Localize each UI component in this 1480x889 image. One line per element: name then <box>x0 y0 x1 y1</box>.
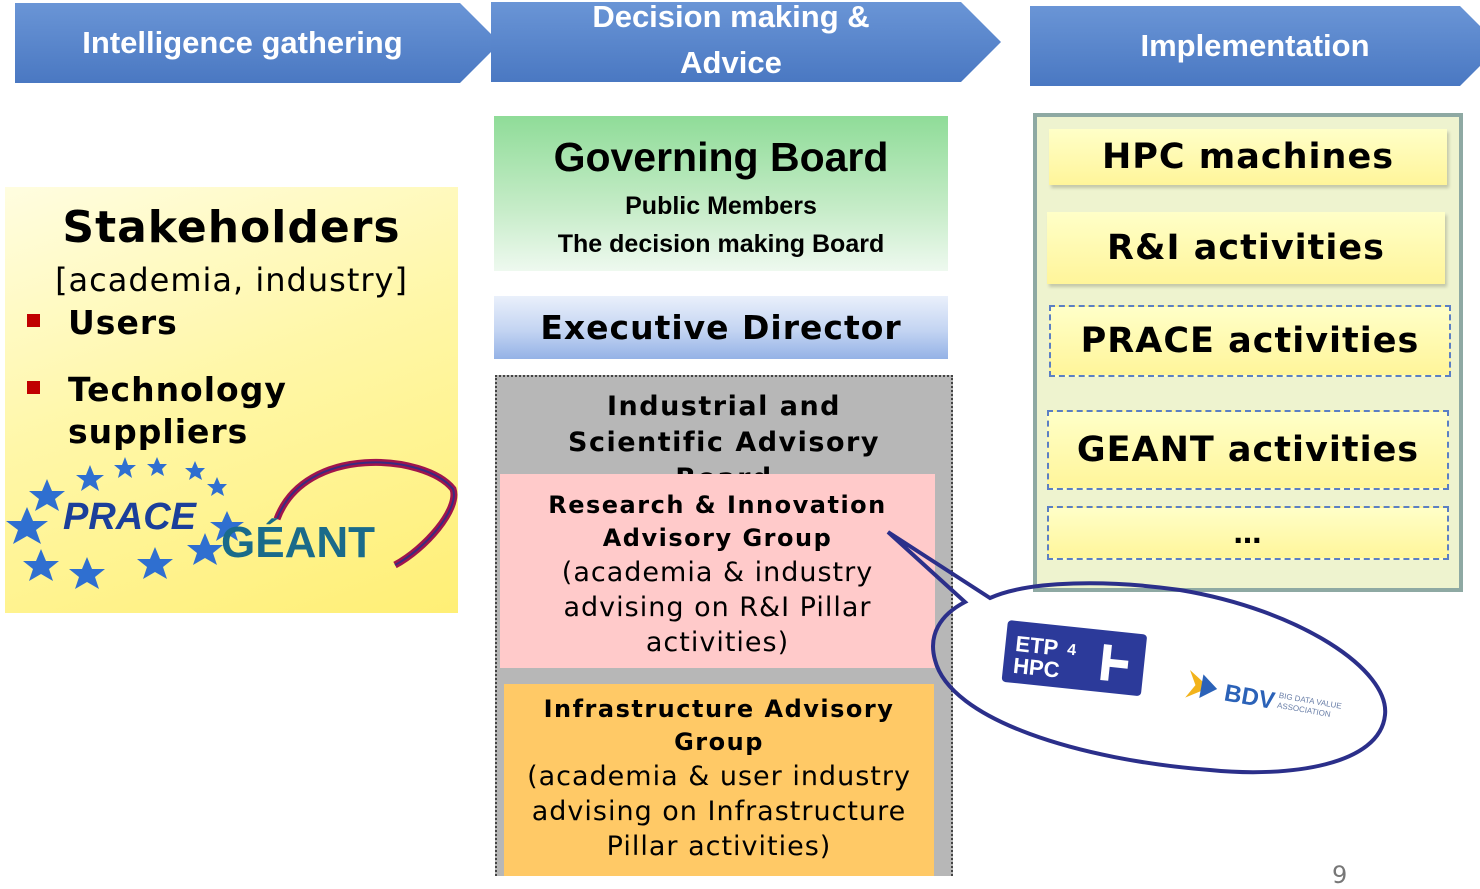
phase-label-implementation: Implementation <box>1140 27 1370 63</box>
phase-arrow-implementation: Implementation <box>1030 6 1480 86</box>
governing-board-role: The decision making Board <box>557 230 885 258</box>
impl-item-ri-activities: R&I activities <box>1047 212 1445 284</box>
executive-director-box: Executive Director <box>494 296 948 359</box>
phase-arrow-intelligence: Intelligence gathering <box>15 3 500 83</box>
etp4hpc-logo-text2: HPC <box>1012 653 1061 683</box>
infrastructure-group-box: Infrastructure Advisory Group (academia … <box>504 684 934 876</box>
callout-bubble: ETP 4 HPC BDV BIG DATA VALUE ASSOCIATION <box>886 530 1388 775</box>
stakeholders-title: Stakeholders <box>62 202 401 253</box>
governing-board-title: Governing Board <box>553 134 889 180</box>
impl-item-geant-activities: GEANT activities <box>1047 410 1449 490</box>
phase-arrow-decision: Decision making & Advice <box>491 2 1001 82</box>
infrastructure-group-desc: (academia & user industry advising on In… <box>527 761 911 862</box>
impl-item-prace-activities: PRACE activities <box>1049 305 1451 377</box>
bdv-logo: BDV BIG DATA VALUE ASSOCIATION <box>1185 670 1342 719</box>
stakeholders-panel: Stakeholders [academia, industry] Users … <box>5 187 458 613</box>
research-innovation-group-title: Research & Innovation Advisory Group <box>548 491 887 552</box>
prace-geant-logo: PRACE GÉANT <box>6 457 458 589</box>
impl-item-more: … <box>1047 506 1449 560</box>
executive-director-label: Executive Director <box>540 308 902 347</box>
stakeholder-bullet-technology: Technology suppliers <box>27 369 328 453</box>
research-innovation-group-desc: (academia & industry advising on R&I Pil… <box>561 557 874 658</box>
page-number: 9 <box>1332 861 1348 889</box>
prace-logo-text: PRACE <box>63 496 198 538</box>
bdv-logo-text: BDV <box>1222 680 1277 715</box>
governing-board-box: Governing Board Public Members The decis… <box>494 116 948 271</box>
etp4hpc-logo-text1: ETP <box>1014 631 1059 660</box>
research-innovation-group-box: Research & Innovation Advisory Group (ac… <box>500 474 935 668</box>
phase-label-intelligence: Intelligence gathering <box>82 24 403 60</box>
geant-logo-text: GÉANT <box>221 517 375 567</box>
stakeholder-bullet-users: Users <box>27 302 178 344</box>
governing-board-members: Public Members <box>625 192 817 220</box>
bullet-marker <box>27 314 40 327</box>
stakeholders-subtitle: [academia, industry] <box>55 261 408 299</box>
impl-item-hpc-machines: HPC machines <box>1049 129 1447 185</box>
phase-label-decision: Decision making & Advice <box>592 0 870 80</box>
infrastructure-group-title: Infrastructure Advisory Group <box>543 695 895 756</box>
bullet-marker <box>27 381 40 394</box>
etp4hpc-logo-four: 4 <box>1066 641 1077 659</box>
